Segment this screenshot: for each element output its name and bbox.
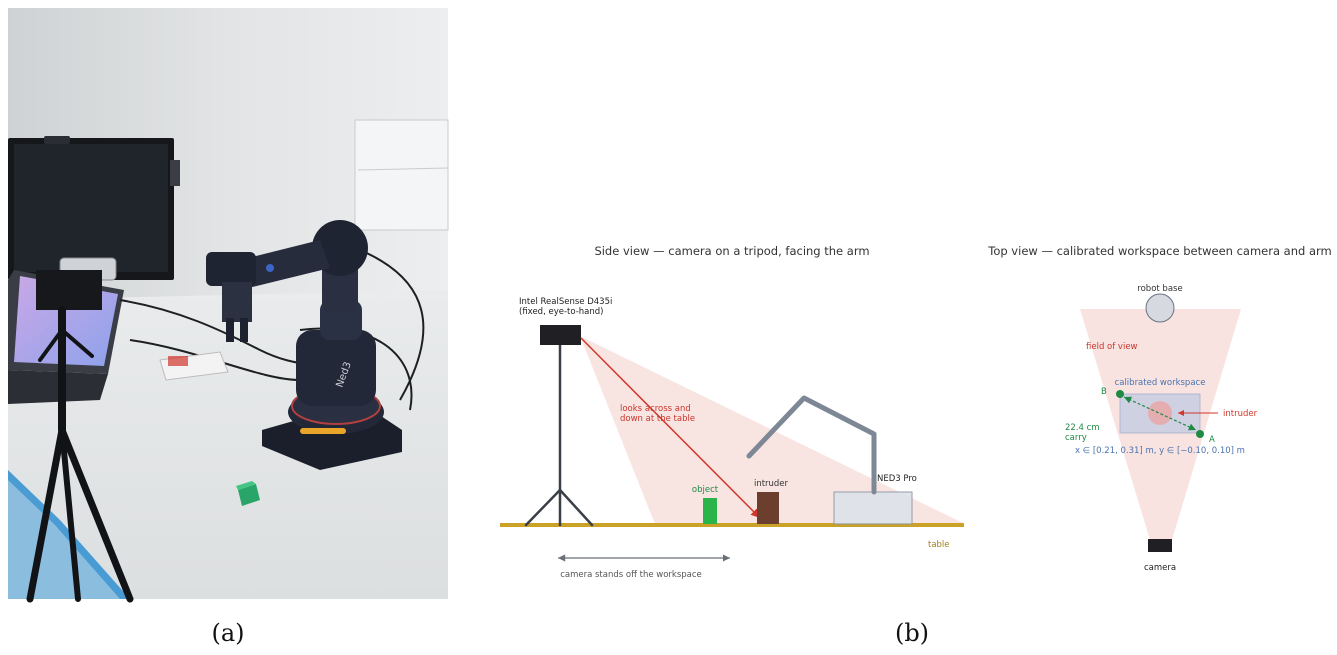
camera-mount-label: (fixed, eye-to-hand) [519,307,603,317]
robot-base-label: robot base [1137,284,1182,294]
top-camera [1148,539,1172,552]
monitor [8,136,180,280]
robot-arm-photo: Ned3 [206,220,402,470]
side-object [703,498,717,524]
robot-base-top [1145,293,1175,323]
side-view-title: Side view — camera on a tripod, facing t… [594,244,869,258]
tripod-camera-photo [26,257,134,603]
caption-b: (b) [895,619,929,647]
point-b-marker [1116,390,1124,398]
standoff-label: camera stands off the workspace [560,570,702,580]
workspace-label: calibrated workspace [1115,378,1206,388]
view-ray-arrow [580,337,761,519]
intruder-top [1148,401,1172,425]
side-tripod [524,343,594,527]
workspace-range: x ∈ [0.21, 0.31] m, y ∈ [−0.10, 0.10] m [1075,446,1245,456]
carry-distance: 22.4 cm [1065,423,1100,433]
top-view: Top view — calibrated workspace between … [987,244,1331,573]
robot-label: NED3 Pro [877,474,917,484]
side-intruder [757,492,779,524]
robot-arm-links [746,395,877,495]
caption-a: (a) [211,619,244,647]
table-label: table [928,540,950,550]
camera-label-top: camera [1144,563,1176,573]
green-cube-photo [236,481,260,506]
intruder-label-top: intruder [1223,409,1258,419]
ray-label-1: looks across and [620,404,691,414]
side-camera [540,325,581,345]
ray-label-2: down at the table [620,414,695,424]
point-a-marker [1196,430,1204,438]
object-label: object [692,485,719,495]
point-a-label: A [1209,435,1215,445]
lab-photo: Ned3 [8,8,449,603]
top-view-title: Top view — calibrated workspace between … [987,244,1331,258]
intruder-label-side: intruder [754,479,789,489]
camera-model-label: Intel RealSense D435i [519,297,612,307]
point-b-label: B [1101,387,1107,397]
robot-base-side [833,491,913,525]
carry-path [1123,396,1197,431]
carry-label: carry [1065,433,1087,443]
fov-label: field of view [1086,342,1138,352]
side-view: Side view — camera on a tripod, facing t… [500,244,965,580]
